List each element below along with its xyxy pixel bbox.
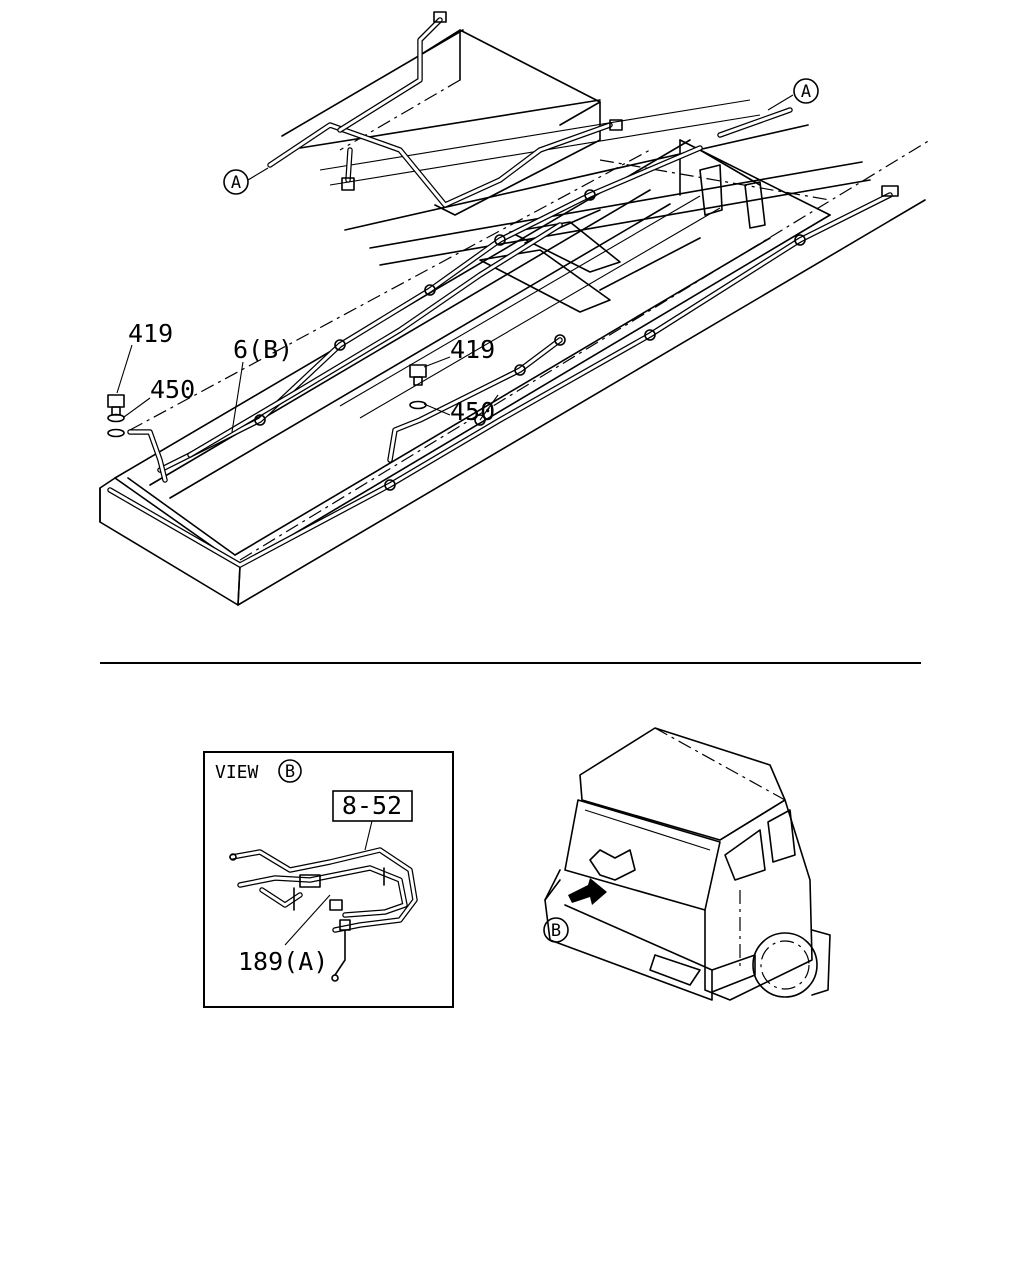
ref-box-label: 8-52 bbox=[342, 791, 402, 820]
ref-marker-a-right: A bbox=[793, 78, 819, 104]
ref-marker-b: B bbox=[543, 917, 569, 943]
direction-arrow-icon bbox=[568, 878, 607, 905]
callout-189a: 189(A) bbox=[238, 947, 328, 976]
ref-b-label: B bbox=[551, 921, 561, 941]
ref-a-right-label: A bbox=[801, 82, 811, 102]
washer-450-right-icon bbox=[409, 400, 427, 410]
callout-450-left: 450 bbox=[150, 375, 195, 404]
callout-419-left: 419 bbox=[128, 319, 173, 348]
view-b-panel: VIEW B 8-52 189(A) bbox=[203, 751, 454, 1008]
callout-6b: 6(B) bbox=[233, 335, 293, 364]
ref-marker-a-left: A bbox=[223, 169, 249, 195]
view-b-letter: B bbox=[285, 762, 295, 782]
view-b-title: VIEW bbox=[215, 762, 259, 783]
ref-a-left-label: A bbox=[231, 173, 241, 193]
bolt-419-right-icon bbox=[409, 364, 427, 386]
ref-box-8-52 bbox=[332, 790, 413, 822]
callout-419-right: 419 bbox=[450, 335, 495, 364]
chassis-frame bbox=[99, 29, 931, 606]
callout-450-right: 450 bbox=[450, 397, 495, 426]
truck-cab bbox=[544, 727, 831, 1001]
bolt-419-left-icon bbox=[107, 394, 125, 416]
leader-lines bbox=[116, 94, 794, 433]
washer-450-left-icon bbox=[107, 413, 125, 438]
brake-pipes bbox=[107, 11, 899, 568]
